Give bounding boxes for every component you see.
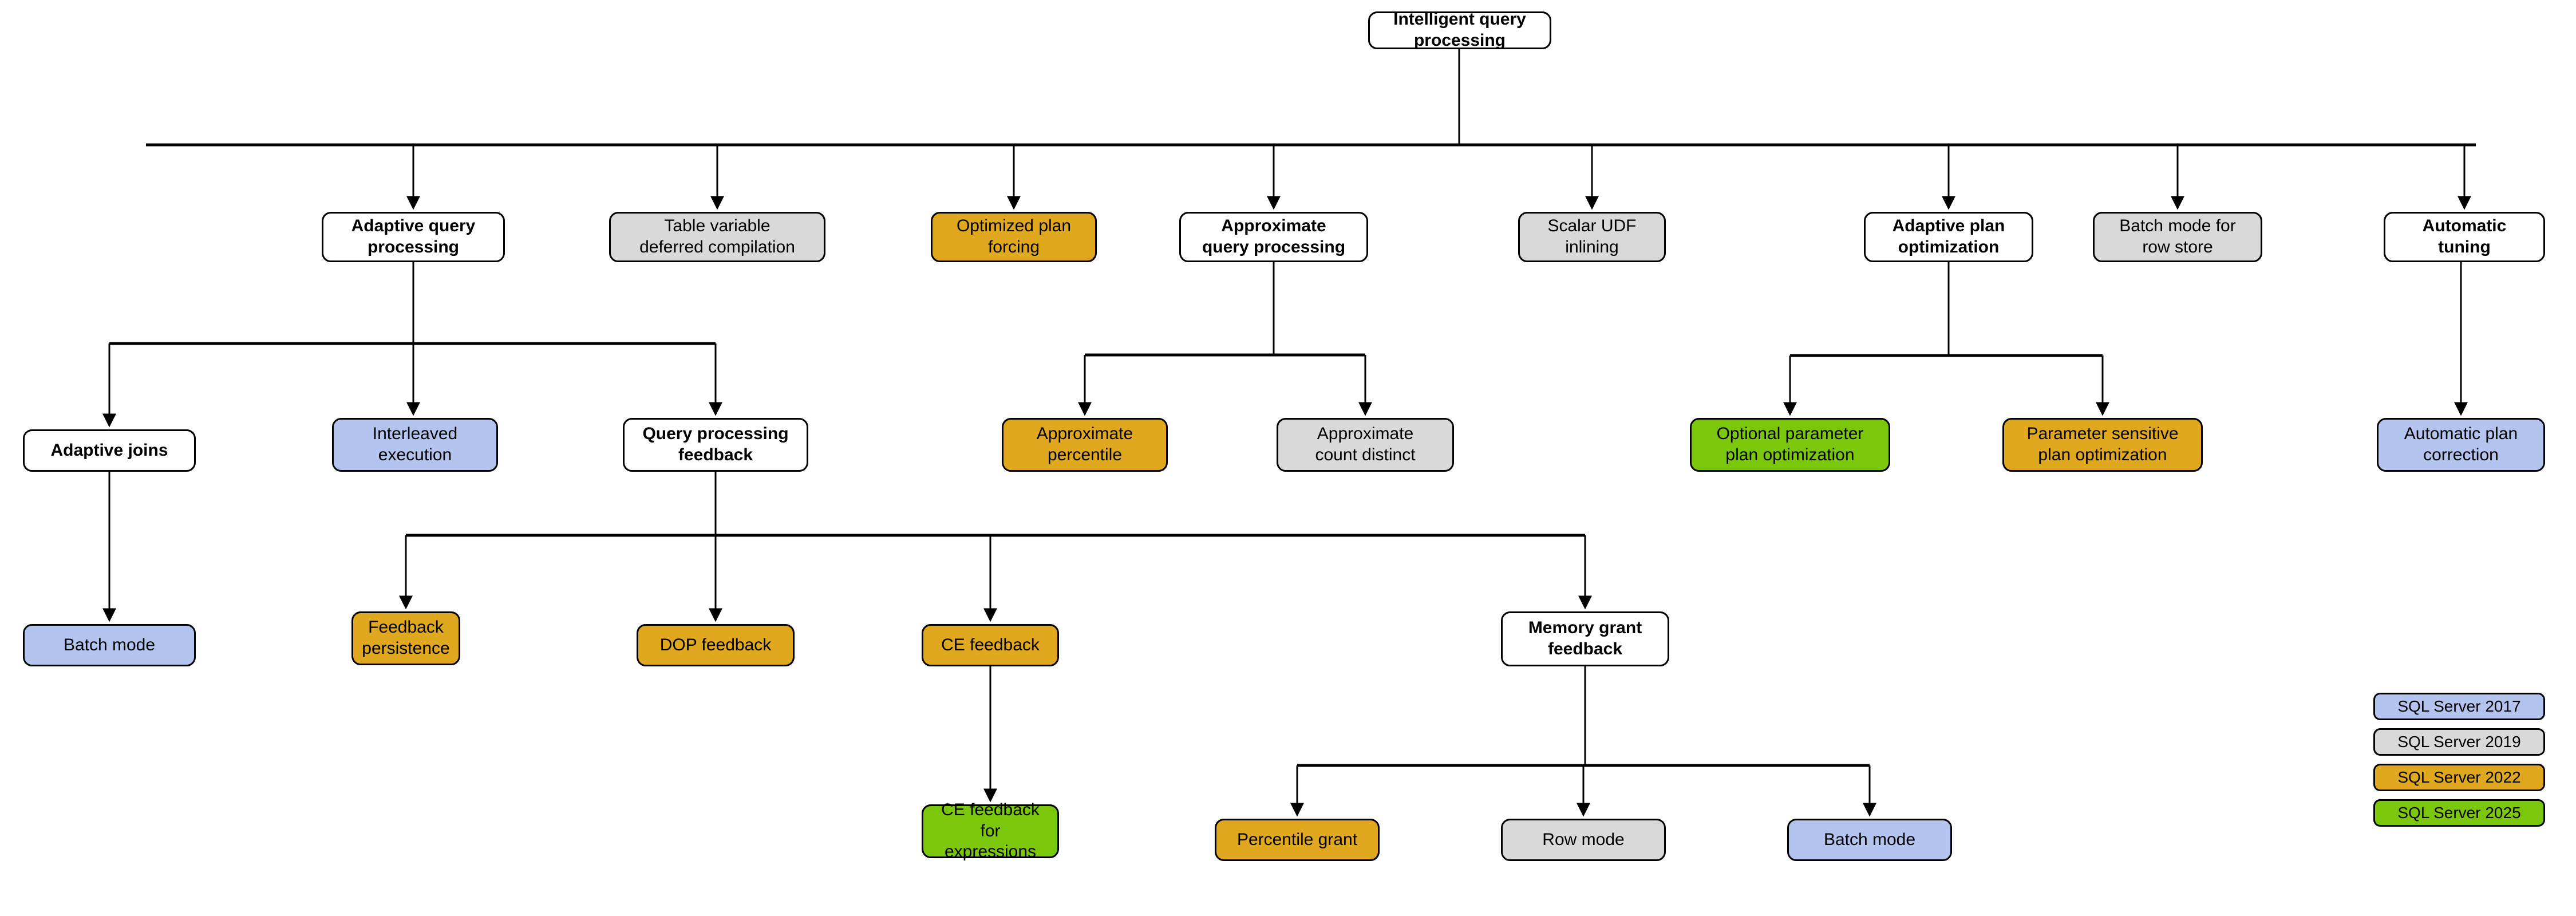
legend-item-sql-server-2019: SQL Server 2019 [2373, 728, 2545, 756]
node-label: Memory grant feedback [1528, 618, 1642, 658]
node-label: Approximate count distinct [1315, 424, 1416, 464]
node-feedback-persistence[interactable]: Feedback persistence [351, 611, 460, 665]
node-ce-feedback[interactable]: CE feedback [922, 624, 1059, 666]
node-automatic-plan-correction[interactable]: Automatic plan correction [2377, 418, 2545, 472]
node-label: Optimized plan forcing [956, 216, 1072, 256]
node-approximate-query-processing[interactable]: Approximate query processing [1179, 212, 1368, 262]
node-label: Table variable deferred compilation [639, 216, 795, 256]
node-adaptive-joins[interactable]: Adaptive joins [23, 429, 196, 472]
legend-item-label: SQL Server 2025 [2397, 804, 2521, 822]
node-label: Batch mode [1823, 830, 1916, 849]
node-batch-mode-memory-grant[interactable]: Batch mode [1787, 819, 1952, 861]
node-label: Automatic plan correction [2404, 424, 2518, 464]
node-label: Adaptive joins [50, 440, 168, 460]
node-interleaved-execution[interactable]: Interleaved execution [332, 418, 498, 472]
legend-item-label: SQL Server 2022 [2397, 768, 2521, 786]
node-label: Interleaved execution [372, 424, 458, 464]
node-automatic-tuning[interactable]: Automatic tuning [2384, 212, 2545, 262]
node-label: Adaptive plan optimization [1892, 216, 2005, 256]
node-approximate-percentile[interactable]: Approximate percentile [1002, 418, 1168, 472]
node-query-processing-feedback[interactable]: Query processing feedback [623, 418, 808, 472]
node-parameter-sensitive-plan-optimization[interactable]: Parameter sensitive plan optimization [2002, 418, 2203, 472]
node-percentile-grant[interactable]: Percentile grant [1215, 819, 1380, 861]
node-label: Query processing feedback [642, 424, 789, 464]
node-label: Intelligent query processing [1393, 10, 1526, 50]
legend-item-label: SQL Server 2017 [2397, 697, 2521, 715]
node-approximate-count-distinct[interactable]: Approximate count distinct [1277, 418, 1454, 472]
node-label: Row mode [1542, 830, 1625, 849]
node-table-variable-deferred-compilation[interactable]: Table variable deferred compilation [609, 212, 825, 262]
node-optional-parameter-plan-optimization[interactable]: Optional parameter plan optimization [1690, 418, 1890, 472]
node-optimized-plan-forcing[interactable]: Optimized plan forcing [931, 212, 1097, 262]
node-label: Parameter sensitive plan optimization [2026, 424, 2179, 464]
node-label: Batch mode [63, 635, 156, 654]
legend-item-sql-server-2025: SQL Server 2025 [2373, 799, 2545, 827]
node-label: Percentile grant [1236, 830, 1358, 849]
node-row-mode[interactable]: Row mode [1501, 819, 1666, 861]
node-dop-feedback[interactable]: DOP feedback [637, 624, 795, 666]
node-intelligent-query-processing[interactable]: Intelligent query processing [1368, 10, 1551, 50]
node-batch-mode-adaptive-joins[interactable]: Batch mode [23, 624, 196, 666]
node-label: Automatic tuning [2422, 216, 2507, 256]
node-adaptive-plan-optimization[interactable]: Adaptive plan optimization [1864, 212, 2033, 262]
legend-item-sql-server-2022: SQL Server 2022 [2373, 764, 2545, 791]
node-label: Approximate percentile [1036, 424, 1133, 464]
node-ce-feedback-for-expressions[interactable]: CE feedback for expressions [922, 800, 1059, 861]
node-scalar-udf-inlining[interactable]: Scalar UDF inlining [1518, 212, 1666, 262]
node-label: Approximate query processing [1202, 216, 1346, 256]
legend-item-sql-server-2017: SQL Server 2017 [2373, 693, 2545, 720]
node-label: CE feedback for expressions [941, 800, 1040, 862]
node-label: Batch mode for row store [2119, 216, 2236, 256]
node-memory-grant-feedback[interactable]: Memory grant feedback [1501, 611, 1669, 666]
node-batch-mode-for-row-store[interactable]: Batch mode for row store [2093, 212, 2262, 262]
node-adaptive-query-processing[interactable]: Adaptive query processing [322, 212, 505, 262]
node-label: CE feedback [941, 635, 1040, 654]
node-label: Adaptive query processing [351, 216, 476, 256]
node-label: Scalar UDF inlining [1547, 216, 1637, 256]
node-label: DOP feedback [659, 635, 772, 654]
node-label: Optional parameter plan optimization [1716, 424, 1864, 464]
node-label: Feedback persistence [362, 618, 450, 658]
legend-item-label: SQL Server 2019 [2397, 733, 2521, 751]
